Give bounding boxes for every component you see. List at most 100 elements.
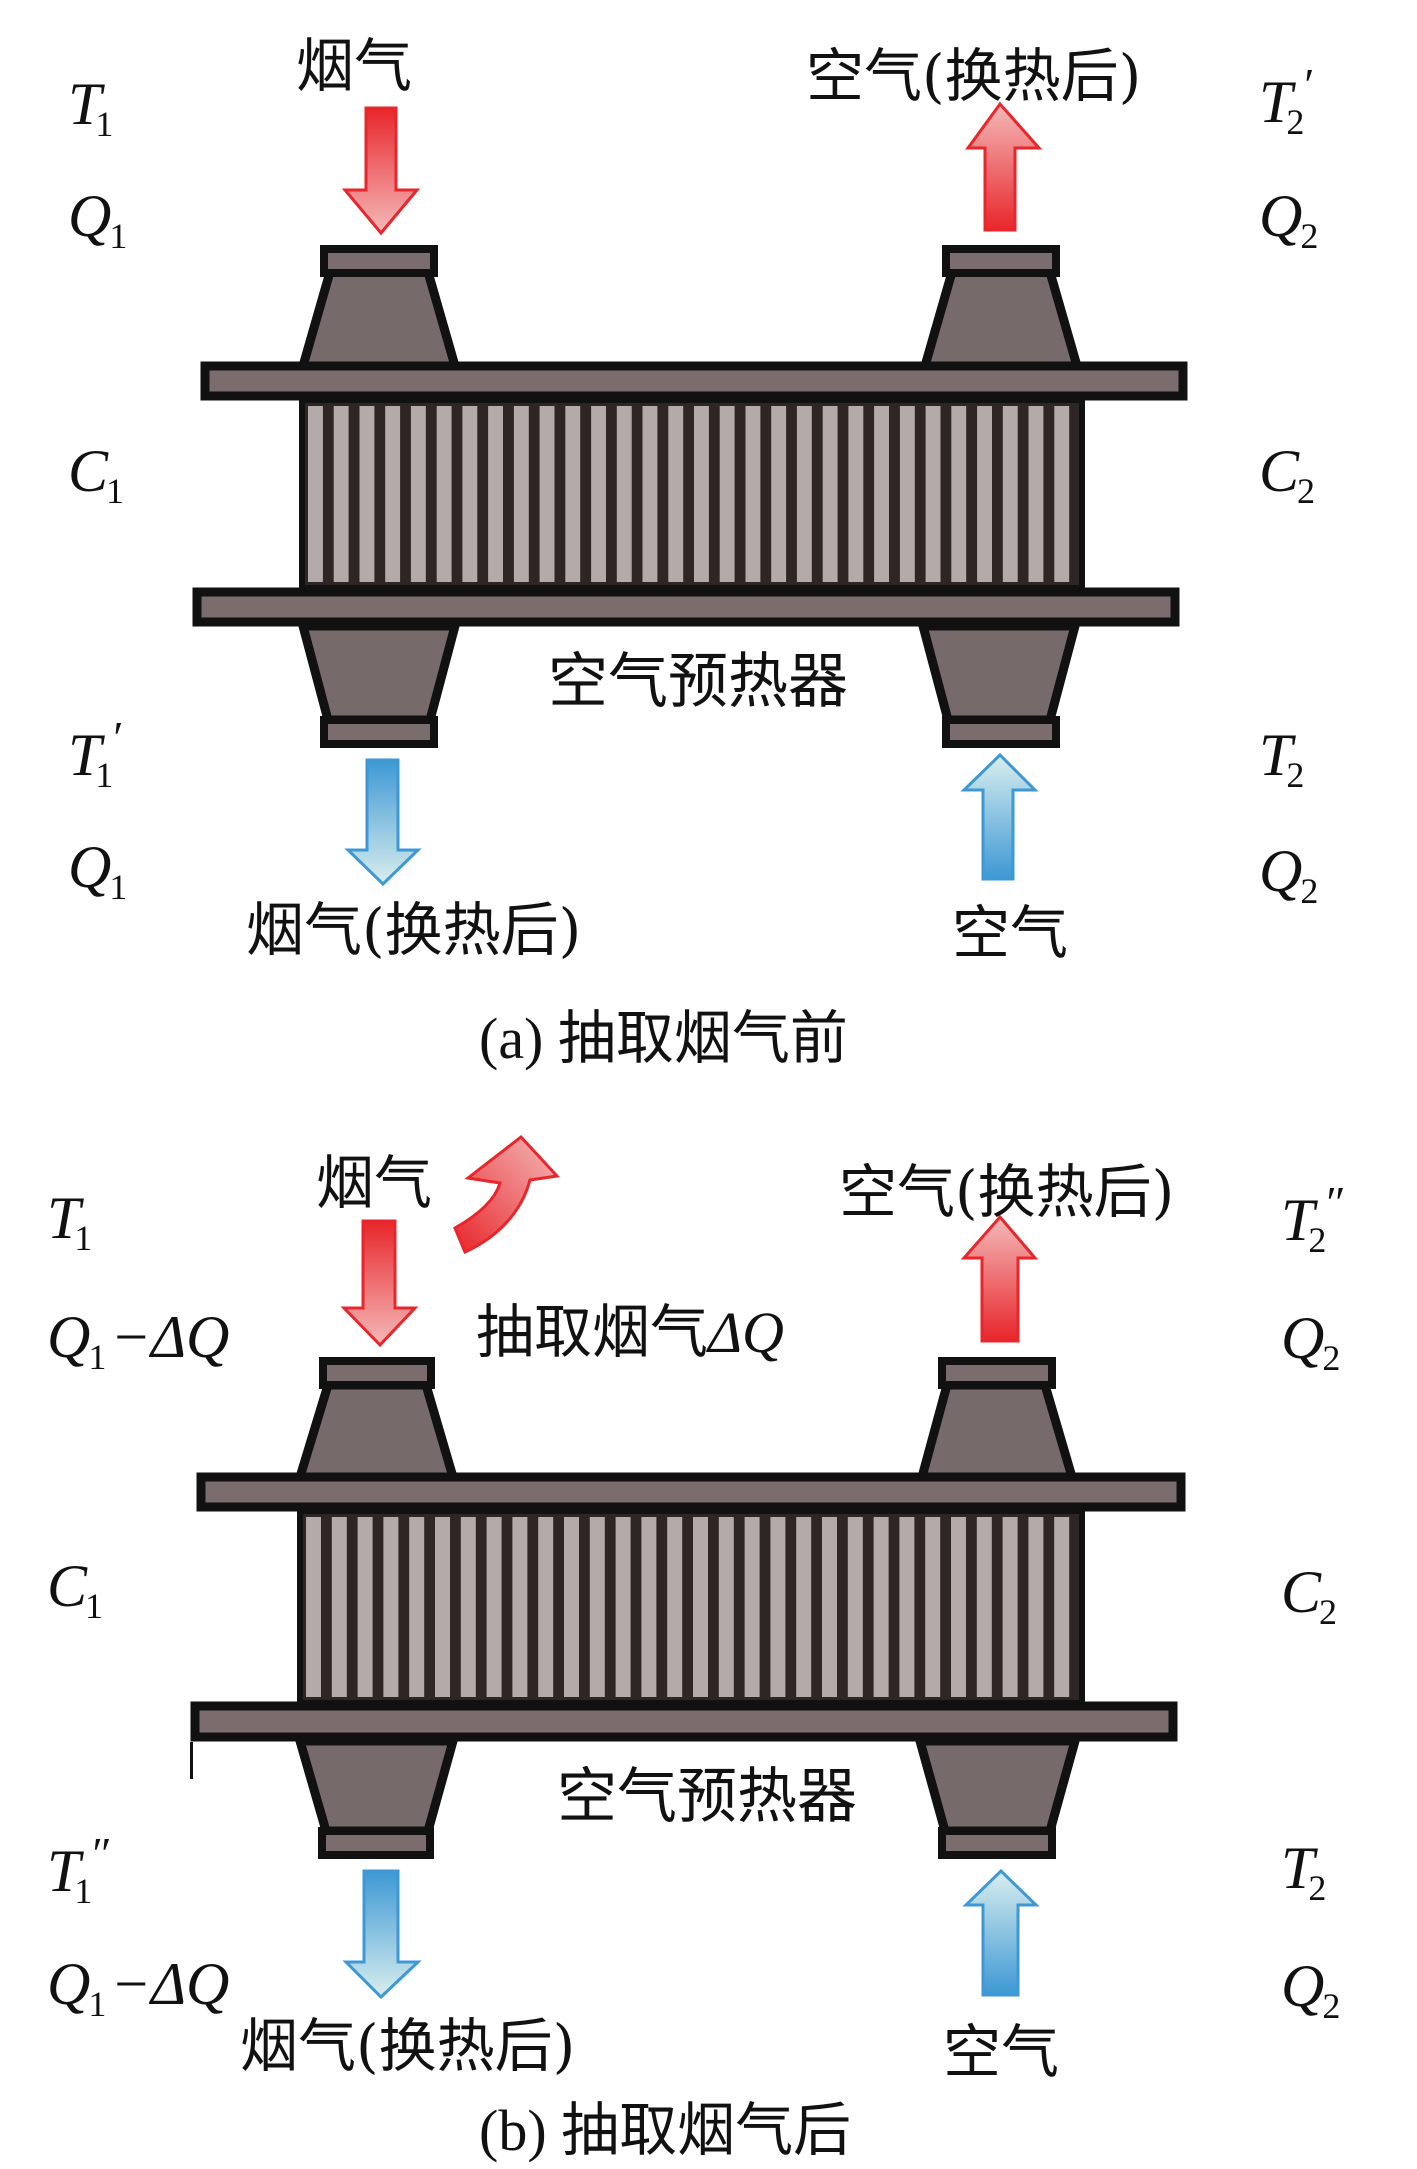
variable-label: Q2 [1259, 838, 1318, 911]
fin [667, 1517, 683, 1697]
variable-subscript: 2 [1300, 216, 1318, 256]
variable-subscript: 1 [85, 1586, 103, 1626]
air-in-label: 空气 [943, 2018, 1059, 2086]
stray-tick-mark [190, 1742, 193, 1779]
variable-subscript: 1 [74, 1871, 92, 1911]
fin [745, 406, 761, 582]
variable-subscript: 2 [1322, 1338, 1340, 1378]
bottom-plate [190, 1701, 1178, 1742]
variable-symbol: Q [1281, 1953, 1324, 2019]
variable-subscript: 1 [109, 867, 127, 907]
variable-label: T2 [1281, 1835, 1326, 1908]
fin [331, 1517, 347, 1697]
fin [694, 406, 709, 582]
variable-symbol: C [1259, 438, 1300, 504]
variable-symbol: Q [68, 183, 111, 249]
variable-symbol: T [1281, 1835, 1318, 1901]
flue-gas-out-label: 烟气(换热后) [246, 896, 581, 964]
fin [383, 1517, 399, 1697]
variable-label: T1″ [47, 1828, 112, 1911]
fin [976, 1517, 992, 1697]
variable-subscript: 2 [1319, 1592, 1337, 1632]
variable-label: T2 [1259, 722, 1304, 795]
device-label: 空气预热器 [557, 1762, 857, 1832]
bottom-plate [192, 587, 1180, 627]
fin [771, 406, 787, 582]
top-plate [200, 361, 1188, 401]
variable-subscript: 1 [109, 216, 127, 256]
variable-subscript: 1 [74, 1218, 92, 1258]
fin [359, 406, 375, 582]
variable-label: T1′ [68, 712, 123, 795]
fin [435, 1517, 450, 1697]
panel-b-after-extraction: 烟气 抽取烟气ΔQ 空气(换热后) 空气预热器 烟气(换热后) 空气 (b) 抽… [47, 1134, 1346, 2163]
variable-label: T1 [68, 71, 113, 144]
variable-symbol: Q [1259, 838, 1302, 904]
fin [410, 406, 426, 582]
fin [616, 406, 632, 582]
variable-label: C2 [1281, 1559, 1337, 1632]
variable-prime: ″ [1326, 1177, 1345, 1228]
flue-gas-out-arrow-icon [344, 758, 422, 887]
variable-subscript: 1 [95, 104, 113, 144]
air-outlet-nozzle [920, 245, 1082, 371]
variable-symbol: Q [47, 1951, 90, 2017]
air-out-label: 空气(换热后) [839, 1158, 1174, 1226]
flue-gas-inlet-nozzle [298, 245, 460, 371]
variable-symbol: Q [1259, 183, 1302, 249]
fin [796, 1517, 812, 1697]
variable-subscript: 1 [88, 1984, 106, 2024]
flue-gas-in-arrow-icon [341, 106, 421, 236]
variable-prime: ″ [92, 1828, 111, 1879]
heat-exchange-core [297, 1508, 1085, 1706]
air-in-arrow-icon [960, 752, 1039, 881]
fin [641, 1517, 657, 1697]
variable-symbol: T [68, 722, 105, 788]
variable-subscript: 2 [1300, 871, 1318, 911]
extraction-label: 抽取烟气ΔQ [476, 1298, 784, 1366]
fin [873, 1517, 889, 1697]
fin [899, 1517, 915, 1697]
fin [848, 406, 864, 582]
fin [615, 1517, 631, 1697]
extraction-label-math: ΔQ [706, 1300, 784, 1365]
fin [1002, 406, 1018, 582]
air-out-arrow-icon [965, 101, 1043, 232]
fin [718, 1517, 734, 1697]
variable-delta-term: −ΔQ [110, 1304, 229, 1370]
air-out-arrow-icon [960, 1214, 1039, 1343]
fin [770, 1517, 786, 1697]
air-preheater-body [192, 245, 1188, 748]
fin [409, 1517, 425, 1697]
flue-gas-outlet-nozzle [298, 621, 460, 748]
fin [977, 406, 992, 582]
fin [488, 406, 503, 582]
fin [951, 406, 967, 582]
fin [1028, 406, 1044, 582]
variable-symbol: C [47, 1553, 88, 1619]
fin [589, 1517, 605, 1697]
fin [385, 406, 401, 582]
extraction-label-text: 抽取烟气 [476, 1298, 708, 1366]
fin [744, 1517, 760, 1697]
fin [565, 406, 581, 582]
fin [308, 406, 323, 582]
heat-exchange-core [299, 397, 1085, 591]
variable-subscript: 2 [1308, 1868, 1326, 1908]
panel-a-before-extraction: 烟气 空气(换热后) 空气预热器 烟气(换热后) 空气 (a) 抽取烟气前 T1… [68, 32, 1318, 1071]
fin [564, 1517, 579, 1697]
variable-label: T1 [47, 1185, 92, 1258]
fin [306, 1517, 321, 1697]
fin [874, 406, 889, 582]
fin [1054, 1517, 1070, 1697]
flue-gas-out-arrow-icon [342, 1869, 422, 2000]
extraction-curved-arrow-icon [453, 1134, 561, 1255]
variable-subscript: 2 [1322, 1986, 1340, 2026]
variable-label: Q1−ΔQ [47, 1951, 229, 2024]
variable-symbol: C [68, 438, 109, 504]
variable-prime: ′ [113, 712, 123, 763]
variable-subscript: 1 [106, 471, 124, 511]
